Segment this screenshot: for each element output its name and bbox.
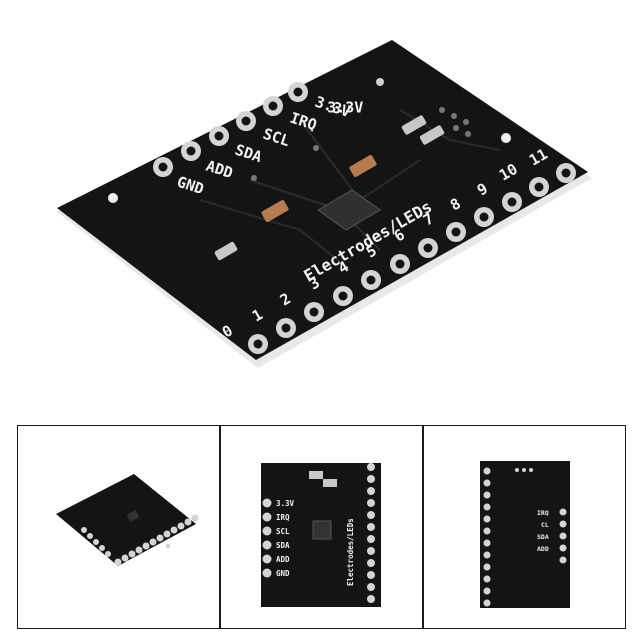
thumbnail-angled-view[interactable]	[17, 425, 220, 629]
thumb-label-gnd: GND	[276, 569, 290, 578]
smd-capacitor	[349, 155, 377, 177]
back-label-cl: CL	[541, 521, 549, 529]
mounting-hole	[501, 133, 511, 143]
back-label-sda: SDA	[537, 533, 549, 541]
via-hole	[376, 78, 384, 86]
smd-capacitor	[261, 200, 289, 222]
electrode-pads	[248, 163, 576, 354]
small-vias	[251, 107, 471, 181]
smd-resistor	[214, 241, 238, 261]
thumb-label-add: ADD	[276, 555, 290, 564]
main-product-photo: 3.3V 3.3V IRQ SCL SDA ADD GND 0 1 2 3	[57, 40, 592, 368]
capacitive-touch-ic	[317, 189, 381, 231]
thumbnail-front-board: 3.3V IRQ SCL SDA ADD GND Electrodes/LEDs	[261, 463, 381, 607]
smd-resistor	[419, 125, 445, 145]
smd-resistor	[401, 115, 427, 135]
thumbnail-back-board: IRQ CL SDA ADD	[480, 461, 570, 608]
back-label-irq: IRQ	[537, 509, 549, 517]
mounting-hole	[108, 193, 118, 203]
thumbnail-angled-board	[56, 474, 199, 566]
pin-label-3v3: 3.3V	[327, 99, 363, 117]
thumbnail-front-view[interactable]: 3.3V IRQ SCL SDA ADD GND Electrodes/LEDs	[220, 425, 423, 629]
breakout-board-angled-view: 3.3V 3.3V IRQ SCL SDA ADD GND 0 1 2 3	[57, 40, 592, 368]
left-header-pads	[153, 82, 308, 177]
thumb-label-scl: SCL	[276, 527, 290, 536]
thumb-electrodes-label: Electrodes/LEDs	[346, 518, 355, 586]
thumb-label-3v3: 3.3V	[276, 499, 295, 508]
pcb-board	[57, 40, 588, 360]
thumbnail-back-view[interactable]: IRQ CL SDA ADD	[423, 425, 626, 629]
thumb-label-sda: SDA	[276, 541, 290, 550]
back-label-add: ADD	[537, 545, 549, 553]
thumb-label-irq: IRQ	[276, 513, 290, 522]
